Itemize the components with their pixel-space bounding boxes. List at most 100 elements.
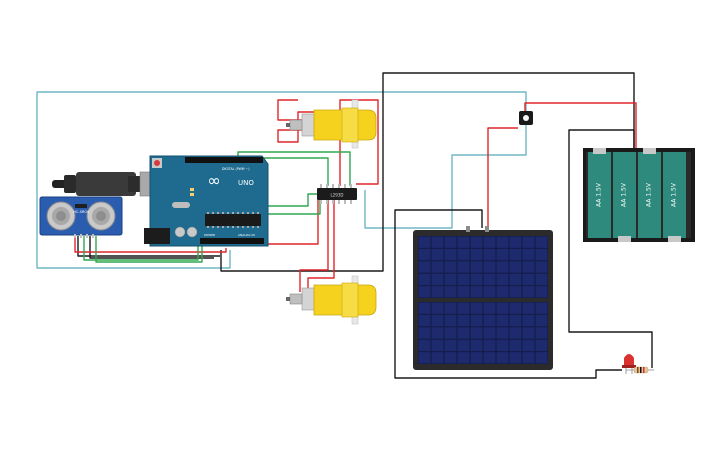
battery-cell-1 — [588, 148, 611, 238]
solar-cell — [535, 327, 548, 339]
light-sensor[interactable] — [519, 111, 533, 125]
wire-red-4[interactable] — [277, 111, 355, 143]
battery-cell-label-3: AA 1.5V — [646, 182, 653, 207]
solar-cell — [444, 286, 457, 298]
solar-cell — [496, 286, 509, 298]
wire-green-2[interactable] — [246, 157, 329, 186]
solar-cell — [496, 352, 509, 364]
solar-cell — [444, 273, 457, 285]
solar-cell — [483, 352, 496, 364]
wire-red-8[interactable] — [74, 236, 227, 253]
wire-green-1[interactable] — [237, 151, 351, 186]
solar-cell — [457, 273, 470, 285]
wire-teal-2[interactable] — [364, 120, 527, 229]
solar-cell — [522, 261, 535, 273]
resistor[interactable] — [626, 366, 654, 374]
wire-black-5[interactable] — [77, 236, 220, 257]
solar-cell — [457, 249, 470, 261]
solar-cell — [509, 302, 522, 314]
gear-motor-top[interactable] — [286, 99, 377, 149]
solar-cell — [457, 339, 470, 351]
solar-cell — [535, 352, 548, 364]
solar-cell — [522, 286, 535, 298]
solar-cell — [535, 261, 548, 273]
solar-panel[interactable] — [413, 226, 553, 370]
solar-cell — [496, 236, 509, 248]
solar-cell — [431, 273, 444, 285]
solar-cell — [496, 249, 509, 261]
solar-cell — [483, 327, 496, 339]
solar-cell — [522, 352, 535, 364]
solar-cell — [522, 302, 535, 314]
wire-black-2[interactable] — [220, 190, 384, 272]
solar-cell — [444, 352, 457, 364]
solar-cell — [418, 339, 431, 351]
battery-cell-4 — [663, 152, 686, 242]
battery-pack[interactable]: AA 1.5V AA 1.5V AA 1.5V AA 1.5V — [583, 148, 695, 242]
solar-cell — [509, 249, 522, 261]
power-jack — [144, 228, 170, 244]
solar-cell — [444, 315, 457, 327]
solar-cell — [470, 302, 483, 314]
solar-cell — [431, 339, 444, 351]
solar-cell — [535, 273, 548, 285]
battery-cell-label-4: AA 1.5V — [671, 182, 678, 207]
solar-cell — [431, 261, 444, 273]
solar-cell — [496, 302, 509, 314]
wire-black-6[interactable] — [89, 236, 214, 259]
wire-red-2[interactable] — [487, 127, 518, 228]
solar-cell — [509, 339, 522, 351]
solar-cell — [483, 249, 496, 261]
solar-cell — [483, 302, 496, 314]
solar-cell — [496, 261, 509, 273]
solar-cell — [470, 339, 483, 351]
solar-cell — [496, 339, 509, 351]
red-led[interactable] — [622, 354, 636, 374]
wire-red-1[interactable] — [524, 102, 637, 150]
wire-teal-1[interactable] — [36, 91, 527, 269]
solar-cell — [483, 261, 496, 273]
solar-cell — [509, 315, 522, 327]
solar-cell — [418, 236, 431, 248]
solar-cell — [535, 302, 548, 314]
ultrasonic-sensor[interactable]: HC-SR04 — [39, 196, 123, 238]
solar-cell — [418, 249, 431, 261]
solar-cell — [470, 286, 483, 298]
driver-label: L293D — [331, 193, 344, 198]
wire-black-3[interactable] — [394, 209, 622, 379]
arduino-model: UNO — [238, 179, 254, 187]
motor-driver-ic[interactable]: L293D — [317, 184, 357, 204]
solar-cell — [457, 302, 470, 314]
arduino-analog-label: ANALOG IN — [238, 233, 255, 237]
solar-cell — [522, 273, 535, 285]
atmega-chip — [205, 214, 261, 226]
solar-cell — [457, 286, 470, 298]
arduino-power-label: POWER — [204, 233, 215, 237]
solar-cell — [470, 236, 483, 248]
solar-cell — [418, 302, 431, 314]
solar-cell — [535, 339, 548, 351]
solar-cell — [483, 286, 496, 298]
solar-cell — [483, 273, 496, 285]
solar-cell — [522, 339, 535, 351]
solar-cell — [535, 315, 548, 327]
solar-cell — [470, 327, 483, 339]
solar-cell — [444, 302, 457, 314]
solar-cell — [470, 249, 483, 261]
wire-black-1[interactable] — [382, 72, 635, 190]
arduino-logo-icon: ∞ — [207, 171, 220, 190]
arduino-uno-board[interactable]: ∞ UNO DIGITAL (PWM ~) POWER ANALOG IN — [52, 155, 269, 247]
solar-cell — [522, 327, 535, 339]
battery-cell-label-1: AA 1.5V — [596, 182, 603, 207]
wire-red-6[interactable] — [299, 200, 329, 292]
solar-cell — [457, 352, 470, 364]
solar-cell — [470, 261, 483, 273]
gear-motor-bottom[interactable] — [286, 275, 377, 325]
solar-cell — [535, 286, 548, 298]
solar-cell — [470, 352, 483, 364]
solar-cell — [418, 261, 431, 273]
solar-cell — [483, 315, 496, 327]
wire-black-4[interactable] — [568, 129, 653, 368]
